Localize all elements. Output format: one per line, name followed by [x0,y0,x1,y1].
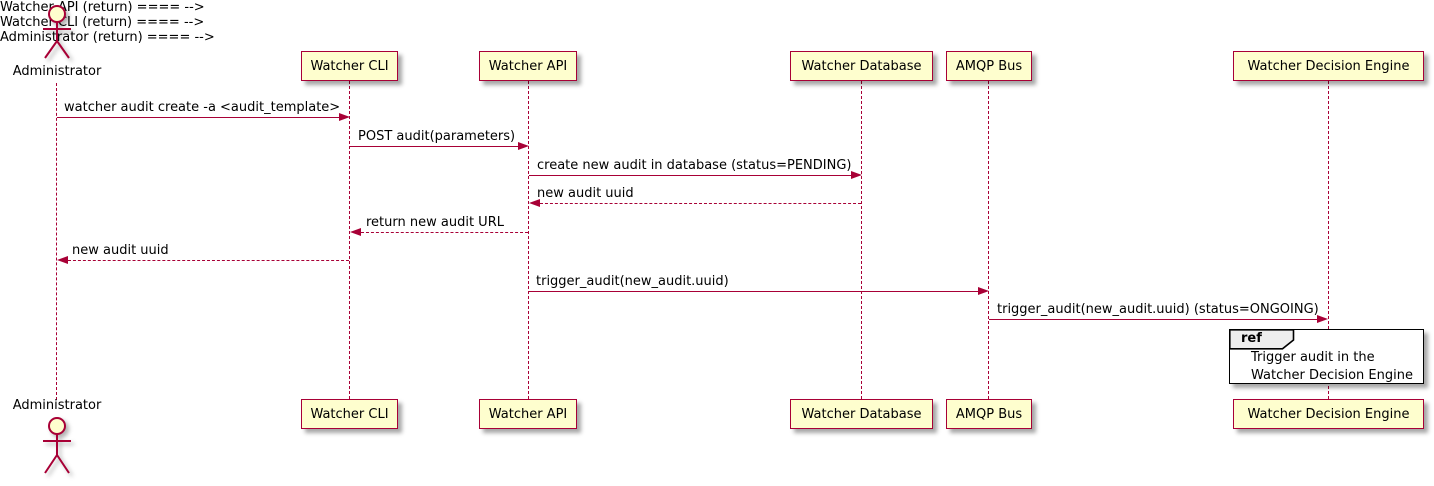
message-label: trigger_audit(new_audit.uuid) [536,274,729,289]
message-label: new audit uuid [537,186,634,201]
arrowhead-right-icon [518,142,529,150]
participant-amqp-bus-bottom: AMQP Bus [946,399,1032,429]
ref-keyword: ref [1241,331,1262,346]
message-line [68,260,349,261]
message-line [361,232,528,233]
participant-watcher-cli-bottom: Watcher CLI [301,399,398,429]
ref-line-2: Watcher Decision Engine [1251,368,1413,383]
participant-watcher-decision-engine-bottom: Watcher Decision Engine [1233,399,1424,429]
actor-label-bottom: Administrator [12,398,102,413]
lifeline-amqp-bus [988,81,989,399]
arrowhead-right-icon [1317,315,1328,323]
actor-figure-bottom-icon [37,415,77,483]
arrowhead-right-icon [339,113,350,121]
arrowhead-left-icon [350,228,361,236]
participant-watcher-database-bottom: Watcher Database [790,399,933,429]
participant-amqp-bus-top: AMQP Bus [946,51,1032,81]
message-label: new audit uuid [72,243,169,258]
message-label: trigger_audit(new_audit.uuid) (status=ON… [997,302,1319,317]
participant-watcher-cli-top: Watcher CLI [301,51,398,81]
message-line [529,175,851,176]
message-line [57,117,339,118]
lifeline-watcher-decision-engine [1328,81,1329,399]
arrowhead-right-icon [978,287,989,295]
message-label: return new audit URL [366,215,504,230]
message-line [989,319,1317,320]
participant-watcher-api-bottom: Watcher API [479,399,577,429]
message-line [540,203,861,204]
ref-line-1: Trigger audit in the [1251,350,1375,365]
arrowhead-right-icon [851,171,862,179]
participant-watcher-database-top: Watcher Database [790,51,933,81]
message-label: create new audit in database (status=PEN… [537,158,852,173]
actor-figure-icon [37,4,77,68]
message-line [350,146,518,147]
participant-watcher-decision-engine-top: Watcher Decision Engine [1233,51,1424,81]
ref-fragment: ref Trigger audit in the Watcher Decisio… [1229,329,1424,384]
arrowhead-left-icon [529,199,540,207]
ref-tab-icon [1229,329,1295,350]
arrowhead-left-icon [57,256,68,264]
lifeline-watcher-cli [349,81,350,399]
actor-label-top: Administrator [12,64,102,79]
message-label: watcher audit create -a <audit_template> [64,100,341,115]
ref-content: Trigger audit in the Watcher Decision En… [1251,349,1413,385]
lifeline-watcher-database [861,81,862,399]
message-label: POST audit(parameters) [358,129,516,144]
lifeline-administrator [56,83,57,400]
message-line [529,291,978,292]
lifeline-watcher-api [528,81,529,399]
participant-watcher-api-top: Watcher API [479,51,577,81]
